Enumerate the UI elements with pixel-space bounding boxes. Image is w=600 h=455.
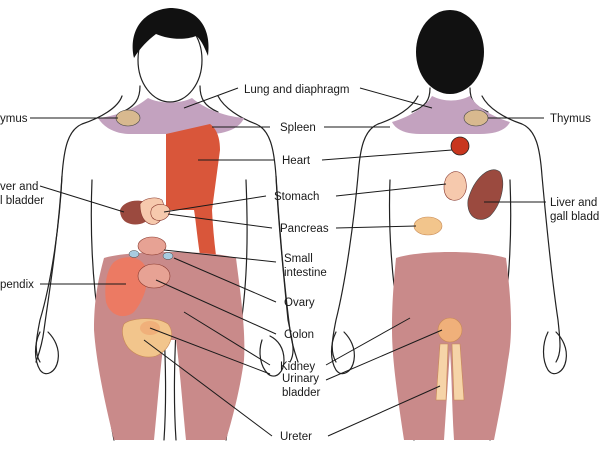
label-stomach: Stomach <box>274 191 319 203</box>
leader-stomach-right <box>335 183 447 197</box>
back-liver <box>467 169 503 220</box>
back-pancreas <box>413 216 443 236</box>
back-hand-right <box>542 331 567 375</box>
label-ovary: Ovary <box>284 297 315 309</box>
label-small-intestine-2: intestine <box>284 267 327 279</box>
back-ureter-strips <box>435 343 465 401</box>
leader-bladder-right <box>325 329 443 381</box>
front-ovary-left <box>128 250 140 258</box>
back-figure <box>330 10 567 441</box>
back-head <box>416 10 484 94</box>
label-urinary-bladder-2: bladder <box>282 387 321 399</box>
back-body-outline <box>331 95 561 441</box>
leader-heart-right <box>321 149 453 161</box>
leader-bladder-left <box>149 327 271 375</box>
back-heart <box>450 136 470 156</box>
back-ureter-top <box>437 317 463 343</box>
back-thymus <box>463 109 489 127</box>
front-arm-left <box>35 175 63 363</box>
leader-ovary <box>173 257 277 303</box>
label-thymus-left: ymus <box>0 113 28 125</box>
front-colon <box>137 263 171 289</box>
front-thymus <box>115 109 141 127</box>
label-ureter: Ureter <box>280 431 312 443</box>
front-small-intestine <box>137 236 167 256</box>
label-liver-right-2: gall bladd <box>550 211 599 223</box>
label-colon: Colon <box>284 329 314 341</box>
label-pancreas: Pancreas <box>280 223 329 235</box>
back-pelvic-region <box>392 252 512 440</box>
label-liver-left-1: ver and <box>0 181 38 193</box>
leader-kidney-right <box>325 317 411 366</box>
labels: ymus ver and l bladder pendix Lung and d… <box>0 84 599 443</box>
front-pancreas <box>150 204 171 221</box>
leader-lung-left <box>183 87 239 109</box>
label-small-intestine-1: Small <box>284 253 313 265</box>
leader-colon <box>155 279 277 335</box>
back-stomach <box>443 171 467 201</box>
front-appendix <box>105 257 148 317</box>
leader-liver-left <box>39 185 125 213</box>
label-thymus-right: Thymus <box>550 113 591 125</box>
label-spleen: Spleen <box>280 122 316 134</box>
label-urinary-bladder-1: Urinary <box>282 373 319 385</box>
leader-ureter-left <box>143 339 273 437</box>
leader-lines <box>30 87 546 437</box>
label-liver-left-2: l bladder <box>0 195 44 207</box>
front-figure <box>34 8 299 441</box>
leader-pancreas-left <box>167 213 273 229</box>
leader-pancreas-right <box>335 225 417 229</box>
label-lung-diaphragm: Lung and diaphragm <box>244 84 350 96</box>
leader-small-intestine <box>163 249 277 263</box>
front-hand-left <box>34 331 59 375</box>
back-hand-left <box>330 331 355 375</box>
label-appendix-left: pendix <box>0 279 34 291</box>
front-arm-right <box>275 175 299 363</box>
front-ovary-right <box>162 252 174 260</box>
leader-lung-right <box>359 87 433 109</box>
leader-stomach-left <box>163 195 267 213</box>
label-liver-right-1: Liver and <box>550 197 597 209</box>
front-hair <box>132 8 209 58</box>
label-kidney: Kidney <box>280 361 315 373</box>
leader-ureter-right <box>327 385 441 437</box>
leader-kidney-left <box>183 311 271 366</box>
front-hand-right <box>259 335 285 377</box>
label-heart: Heart <box>282 155 311 167</box>
